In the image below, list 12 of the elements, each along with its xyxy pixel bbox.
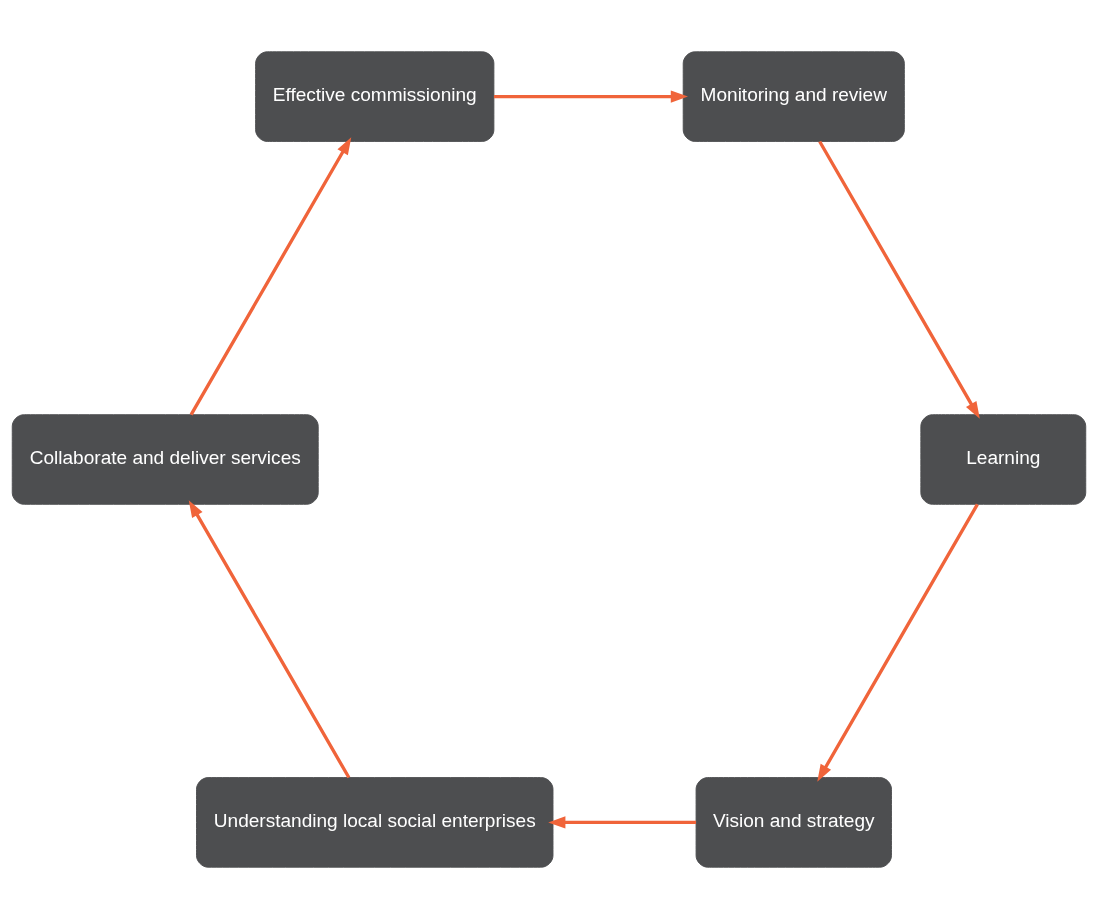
node-box: Monitoring and review [682, 50, 905, 142]
arrow [494, 90, 688, 103]
arrow [548, 815, 697, 828]
arrow [817, 503, 979, 782]
arrow [189, 136, 352, 415]
node-box: Collaborate and deliver services [11, 413, 319, 505]
arrow [818, 140, 980, 419]
node-box: Vision and strategy [695, 776, 892, 868]
node-box: Learning [920, 413, 1087, 505]
arrow [188, 499, 351, 778]
node-box: Understanding local social enterprises [196, 776, 554, 868]
node-box: Effective commissioning [255, 50, 495, 142]
